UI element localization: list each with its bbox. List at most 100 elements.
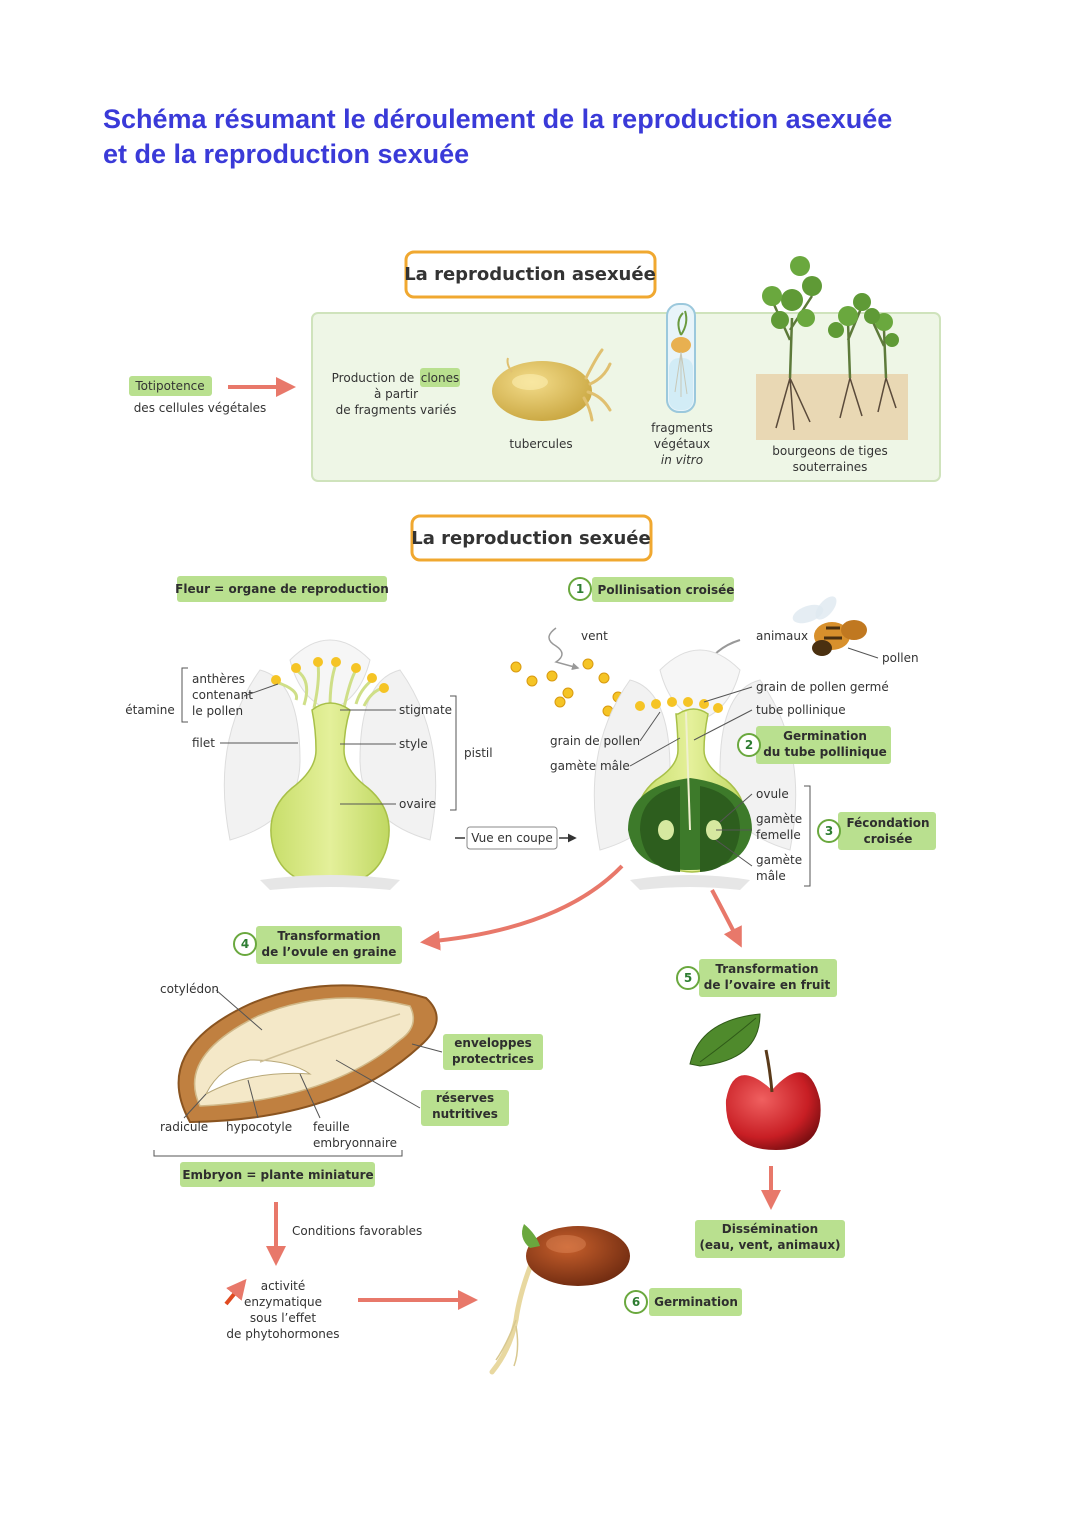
grain-de-pollen-text: grain de pollen [550, 734, 640, 748]
svg-text:mâle: mâle [756, 869, 786, 883]
pollen-grains-icon [510, 658, 624, 717]
svg-text:réserves: réserves [436, 1091, 494, 1105]
reserves-label: réserves nutritives [421, 1090, 509, 1126]
svg-text:gamète: gamète [756, 812, 802, 826]
embryon-label: Embryon = plante miniature [180, 1162, 375, 1187]
step-4-label: 4 Transformation de l’ovule en graine [233, 926, 402, 964]
sexual-heading-text: La reproduction sexuée [411, 528, 650, 549]
conditions-text: Conditions favorables [292, 1224, 422, 1238]
svg-text:croisée: croisée [864, 832, 913, 846]
svg-text:fragments: fragments [651, 421, 713, 435]
style-text: style [399, 737, 428, 751]
animaux-text: animaux [756, 629, 808, 643]
svg-text:bourgeons de tiges: bourgeons de tiges [772, 444, 887, 458]
svg-text:filet: filet [192, 736, 215, 750]
enveloppes-label: enveloppes protectrices [443, 1034, 543, 1070]
page-title: Schéma résumant le déroulement de la rep… [103, 102, 1003, 172]
svg-text:sous l’effet: sous l’effet [250, 1311, 316, 1325]
svg-text:Dissémination: Dissémination [722, 1222, 818, 1236]
svg-text:Embryon = plante miniature: Embryon = plante miniature [182, 1168, 373, 1182]
asexual-heading: La reproduction asexuée [404, 250, 657, 299]
vue-en-coupe-label: Vue en coupe [455, 826, 577, 850]
svg-text:2: 2 [745, 738, 753, 752]
step-1-label: 1 Pollinisation croisée [568, 577, 735, 602]
totipotence-text: Totipotence [134, 379, 204, 393]
svg-text:de l’ovule en graine: de l’ovule en graine [262, 945, 397, 959]
seedling-icon [489, 1224, 630, 1375]
tubercules-text: tubercules [509, 437, 572, 451]
totipotence-sub: des cellules végétales [134, 401, 267, 415]
asexual-heading-text: La reproduction asexuée [404, 264, 656, 285]
svg-text:embryonnaire: embryonnaire [313, 1136, 397, 1150]
ovaire-text: ovaire [399, 797, 436, 811]
pistil-text: pistil [464, 746, 493, 760]
dissemination-label: Dissémination (eau, vent, animaux) [695, 1220, 845, 1258]
svg-text:femelle: femelle [756, 828, 801, 842]
seed-section-icon [177, 984, 438, 1124]
plants-icon [756, 256, 908, 440]
svg-text:de phytohormones: de phytohormones [226, 1327, 339, 1341]
svg-text:à partir: à partir [374, 387, 418, 401]
grain-germe-text: grain de pollen germé [756, 680, 889, 694]
svg-text:activité: activité [261, 1279, 306, 1293]
production-clones-text: Production de clones à partir de fragmen… [332, 368, 460, 417]
sexual-heading: La reproduction sexuée [410, 514, 653, 562]
svg-text:Fleur = organe de reproduction: Fleur = organe de reproduction [175, 582, 389, 596]
svg-text:végétaux: végétaux [654, 437, 710, 451]
svg-text:4: 4 [241, 937, 249, 951]
step-3-label: 3 Fécondation croisée [817, 812, 936, 850]
page-title-line-1: Schéma résumant le déroulement de la rep… [103, 104, 893, 134]
arrow-to-seed [420, 864, 624, 951]
svg-text:de fragments variés: de fragments variés [336, 403, 457, 417]
svg-text:gamète: gamète [756, 853, 802, 867]
gamete-male-text: gamète mâle [550, 759, 630, 773]
hypocotyle-text: hypocotyle [226, 1120, 292, 1134]
svg-text:Transformation: Transformation [715, 962, 818, 976]
step-5-label: 5 Transformation de l’ovaire en fruit [676, 959, 837, 997]
arrow-to-fruit [710, 889, 742, 948]
svg-text:du tube pollinique: du tube pollinique [763, 745, 887, 759]
step-6-label: 6 Germination [624, 1288, 742, 1316]
vent-text: vent [581, 629, 608, 643]
svg-text:5: 5 [684, 971, 692, 985]
svg-text:(eau, vent, animaux): (eau, vent, animaux) [699, 1238, 840, 1252]
pollen-text: pollen [882, 651, 919, 665]
flower-section-icon [593, 649, 797, 890]
bee-icon [792, 596, 867, 656]
arrow-up-icon [224, 1278, 247, 1306]
totipotence-label: Totipotence des cellules végétales [129, 376, 266, 415]
step-2-label: 2 Germination du tube pollinique [737, 726, 891, 764]
svg-text:le pollen: le pollen [192, 704, 243, 718]
cotyledon-text: cotylédon [160, 982, 219, 996]
svg-text:in vitro: in vitro [661, 453, 703, 467]
svg-text:souterraines: souterraines [793, 460, 868, 474]
svg-text:enzymatique: enzymatique [244, 1295, 322, 1309]
svg-text:anthères: anthères [192, 672, 245, 686]
page-title-line-2: et de la reproduction sexuée [103, 139, 470, 169]
svg-text:3: 3 [825, 824, 833, 838]
svg-text:feuille: feuille [313, 1120, 350, 1134]
svg-text:de l’ovaire en fruit: de l’ovaire en fruit [704, 978, 831, 992]
potato-icon [492, 348, 612, 422]
svg-text:1: 1 [576, 582, 584, 596]
tube-pollinique-text: tube pollinique [756, 703, 846, 717]
svg-text:Transformation: Transformation [277, 929, 380, 943]
svg-text:contenant: contenant [192, 688, 253, 702]
radicule-text: radicule [160, 1120, 208, 1134]
etamine-text: étamine [125, 703, 174, 717]
svg-text:Germination: Germination [654, 1295, 738, 1309]
test-tube-icon [666, 303, 696, 413]
svg-text:nutritives: nutritives [432, 1107, 498, 1121]
svg-text:protectrices: protectrices [452, 1052, 534, 1066]
flower-icon [223, 639, 437, 890]
svg-text:6: 6 [632, 1295, 640, 1309]
svg-text:Pollinisation croisée: Pollinisation croisée [598, 583, 735, 597]
clones-label: clones [421, 371, 460, 385]
apple-icon [689, 1013, 821, 1150]
svg-text:Vue en coupe: Vue en coupe [471, 831, 553, 845]
flower-label: Fleur = organe de reproduction [175, 576, 389, 602]
svg-text:enveloppes: enveloppes [454, 1036, 531, 1050]
svg-text:Fécondation: Fécondation [846, 816, 929, 830]
stigmate-text: stigmate [399, 703, 452, 717]
